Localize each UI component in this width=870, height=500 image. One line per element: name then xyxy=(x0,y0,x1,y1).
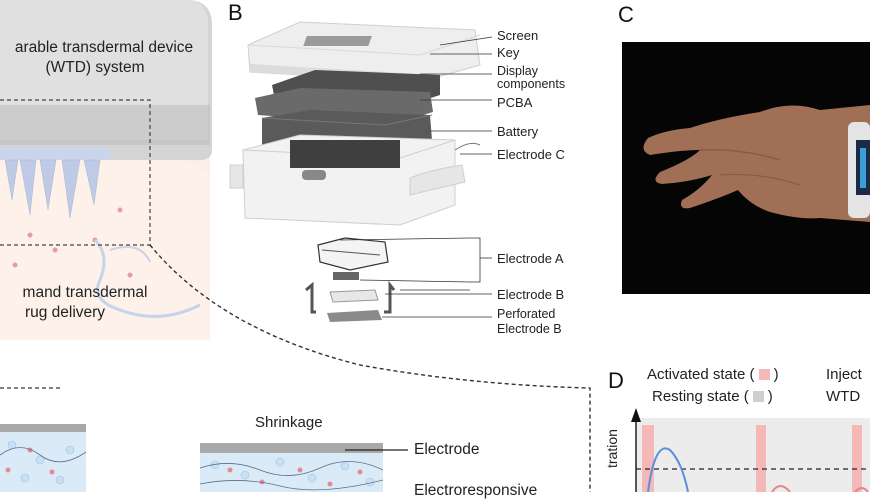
label-display: Display xyxy=(497,64,538,78)
legend-activated-text: Activated state ( xyxy=(647,366,755,383)
panel-a-bottom-line2: rug delivery xyxy=(24,304,106,321)
shrinkage-label: Shrinkage xyxy=(255,414,323,431)
legend-activated-label: Activated state () xyxy=(647,366,779,383)
label-screen: Screen xyxy=(497,28,539,43)
panel-c-letter: C xyxy=(618,2,634,27)
label-key: Key xyxy=(497,45,520,60)
legend-activated-swatch xyxy=(758,369,770,380)
panel-a-title-line2: (WTD) system xyxy=(45,59,145,76)
legend-inject-label: Inject xyxy=(826,366,862,383)
legend-resting-text: Resting state ( xyxy=(652,388,749,405)
electroresponsive-label: Electroresponsive xyxy=(414,482,538,499)
label-electrode-c: Electrode C xyxy=(497,147,565,162)
label-pcba: PCBA xyxy=(497,95,533,110)
panel-a-title-line1: arable transdermal device xyxy=(14,39,194,56)
panel-a-bottom-line1: mand transdermal xyxy=(22,284,148,301)
panel-b-letter: B xyxy=(228,0,243,25)
label-battery: Battery xyxy=(497,124,539,139)
label-electrode-a: Electrode A xyxy=(497,251,564,266)
label-electrode-b: Electrode B xyxy=(497,287,565,302)
label-perforated: Perforated xyxy=(497,307,556,321)
legend-wtd-label: WTD xyxy=(826,388,861,405)
legend-activated-paren: ) xyxy=(773,366,779,383)
legend-resting-swatch xyxy=(752,391,764,402)
legend-resting-label: Resting state () xyxy=(652,388,773,405)
label-components: components xyxy=(497,77,566,91)
electrode-label: Electrode xyxy=(414,441,480,458)
panel-d-letter: D xyxy=(608,368,624,393)
legend-resting-paren: ) xyxy=(767,388,773,405)
label-perforated-electrode-b: Electrode B xyxy=(497,322,562,336)
